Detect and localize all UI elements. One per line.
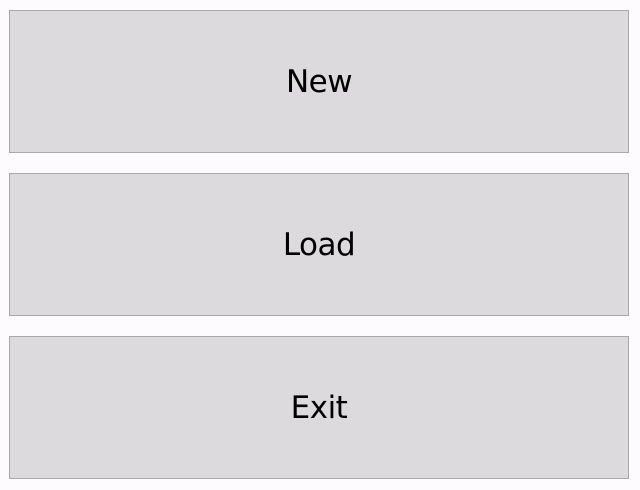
exit-button[interactable]: Exit — [9, 336, 629, 479]
load-button-label: Load — [282, 226, 356, 263]
new-button[interactable]: New — [9, 10, 629, 153]
new-button-label: New — [285, 63, 353, 100]
load-button[interactable]: Load — [9, 173, 629, 316]
exit-button-label: Exit — [290, 389, 348, 426]
